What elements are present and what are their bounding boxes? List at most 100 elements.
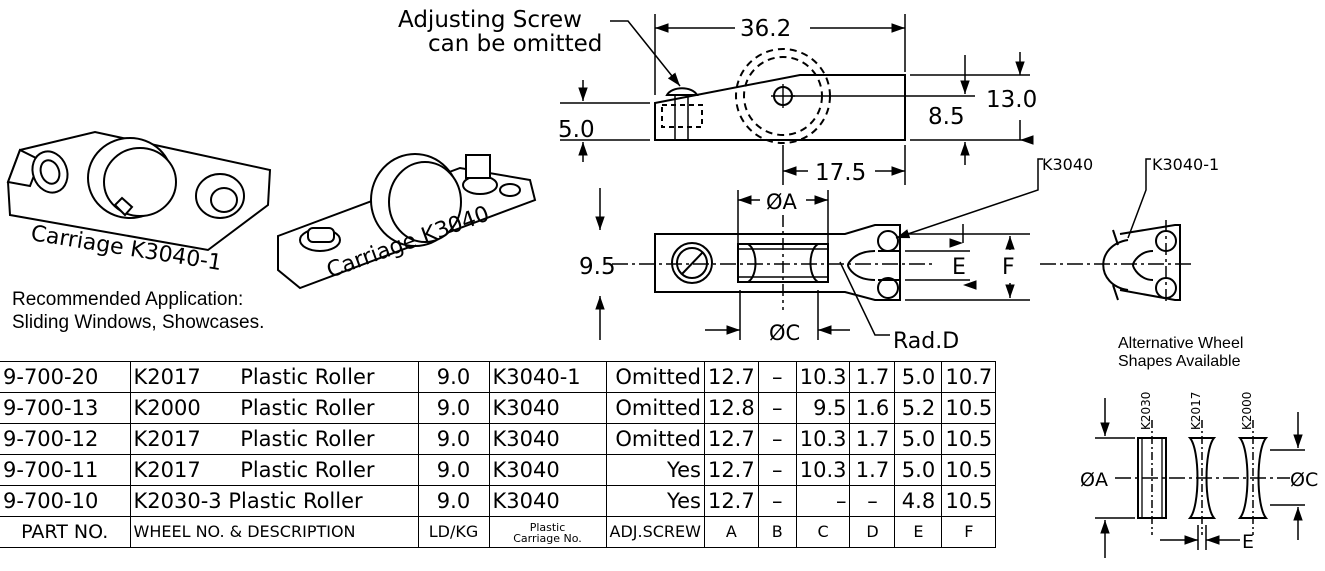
cell-ld: 9.0 bbox=[417, 485, 490, 517]
alt-dim-e: E bbox=[1242, 531, 1254, 553]
cell-wheel: K2017 Plastic Roller bbox=[129, 361, 419, 393]
cell-d: 1.7 bbox=[849, 423, 896, 455]
adjusting-screw-note-line1: Adjusting Screw bbox=[398, 7, 582, 33]
dim-f: F bbox=[1002, 255, 1015, 280]
cell-screw: Omitted bbox=[605, 361, 705, 393]
cell-part: 9-700-13 bbox=[0, 392, 131, 424]
cell-wheel-description: Plastic Roller bbox=[240, 458, 375, 482]
dim-screw-height: 5.0 bbox=[558, 117, 595, 143]
cell-e: 5.0 bbox=[894, 454, 943, 486]
dim-height-total: 13.0 bbox=[986, 87, 1037, 113]
cell-wheel-number: K2030-3 bbox=[133, 489, 222, 513]
dim-rad-d: Rad.D bbox=[893, 329, 959, 354]
cell-ld: 9.0 bbox=[417, 392, 490, 424]
header-a: A bbox=[703, 516, 759, 548]
cell-e: 5.2 bbox=[894, 392, 943, 424]
cell-screw: Yes bbox=[605, 485, 705, 517]
cell-b: – bbox=[757, 485, 797, 517]
cell-c: – bbox=[795, 485, 851, 517]
header-wheel: WHEEL NO. & DESCRIPTION bbox=[129, 516, 419, 548]
cell-a: 12.8 bbox=[703, 392, 759, 424]
cell-d: 1.6 bbox=[849, 392, 896, 424]
cell-wheel-number: K2000 bbox=[133, 396, 201, 420]
cell-c: 10.3 bbox=[795, 423, 851, 455]
alt-wheels-line1: Alternative Wheel bbox=[1118, 335, 1243, 352]
top-view-dimensions bbox=[595, 158, 1043, 340]
cell-part: 9-700-20 bbox=[0, 361, 131, 393]
cell-f: 10.5 bbox=[941, 392, 997, 424]
variant-k3040-1-end-view bbox=[1102, 224, 1181, 301]
adjusting-screw-leader bbox=[610, 20, 681, 87]
cell-part: 9-700-10 bbox=[0, 485, 131, 517]
cell-screw: Omitted bbox=[605, 423, 705, 455]
dim-height-axle: 8.5 bbox=[928, 104, 965, 130]
variant-k3040-1-label: K3040-1 bbox=[1152, 155, 1219, 174]
dim-dia-c: ØC bbox=[769, 321, 800, 345]
cell-part: 9-700-11 bbox=[0, 454, 131, 486]
cell-b: – bbox=[757, 361, 797, 393]
cell-wheel: K2017 Plastic Roller bbox=[129, 423, 419, 455]
cell-ld: 9.0 bbox=[417, 454, 490, 486]
cell-wheel-description: Plastic Roller bbox=[240, 427, 375, 451]
top-view bbox=[654, 224, 901, 301]
dim-e: E bbox=[952, 255, 966, 280]
cell-wheel-description: Plastic Roller bbox=[228, 489, 363, 513]
cell-c: 10.3 bbox=[795, 454, 851, 486]
cell-wheel: K2017 Plastic Roller bbox=[129, 454, 419, 486]
cell-wheel: K2030-3 Plastic Roller bbox=[129, 485, 419, 517]
header-d: D bbox=[849, 516, 896, 548]
header-c: C bbox=[795, 516, 851, 548]
cell-e: 4.8 bbox=[894, 485, 943, 517]
dim-overall-length: 36.2 bbox=[740, 16, 791, 42]
alt-wheel-k2017-label: K2017 bbox=[1189, 392, 1203, 430]
header-part: PART NO. bbox=[0, 516, 131, 548]
cell-carriage: K3040-1 bbox=[488, 361, 607, 393]
cell-ld: 9.0 bbox=[417, 423, 490, 455]
cell-a: 12.7 bbox=[703, 485, 759, 517]
cell-screw: Omitted bbox=[605, 392, 705, 424]
cell-d: 1.7 bbox=[849, 454, 896, 486]
header-b: B bbox=[757, 516, 797, 548]
header-carriage-top: Plastic bbox=[529, 520, 566, 534]
variant-k3040-label: K3040 bbox=[1042, 155, 1093, 174]
adjusting-screw-note-line2: can be omitted bbox=[428, 31, 602, 57]
spec-table-header: PART NO. WHEEL NO. & DESCRIPTION LD/KG P… bbox=[0, 516, 997, 548]
cell-wheel: K2000 Plastic Roller bbox=[129, 392, 419, 424]
cell-a: 12.7 bbox=[703, 361, 759, 393]
dim-dia-a: ØA bbox=[766, 190, 798, 214]
cell-e: 5.0 bbox=[894, 423, 943, 455]
alt-dim-dia-a: ØA bbox=[1080, 469, 1108, 491]
cell-carriage: K3040 bbox=[488, 423, 607, 455]
cell-part: 9-700-12 bbox=[0, 423, 131, 455]
alt-wheels-dimensions bbox=[1095, 398, 1305, 558]
recommended-application-line1: Recommended Application: bbox=[12, 289, 243, 310]
cell-carriage: K3040 bbox=[488, 392, 607, 424]
cell-c: 10.3 bbox=[795, 361, 851, 393]
cell-screw: Yes bbox=[605, 454, 705, 486]
cell-b: – bbox=[757, 454, 797, 486]
carriage-k3040-1-illustration bbox=[6, 130, 272, 252]
cell-c: 9.5 bbox=[795, 392, 851, 424]
alt-wheel-k2030-label: K2030 bbox=[1139, 392, 1153, 430]
cell-f: 10.5 bbox=[941, 423, 997, 455]
alt-wheel-k2000-label: K2000 bbox=[1240, 392, 1254, 430]
cell-wheel-number: K2017 bbox=[133, 427, 201, 451]
cell-f: 10.5 bbox=[941, 454, 997, 486]
cell-wheel-description: Plastic Roller bbox=[240, 365, 375, 389]
variant-k3040-1-leaders bbox=[1040, 158, 1195, 305]
header-screw: ADJ.SCREW bbox=[605, 516, 705, 548]
side-view-dimensions bbox=[560, 14, 1030, 185]
cell-wheel-description: Plastic Roller bbox=[240, 396, 375, 420]
cell-wheel-number: K2017 bbox=[133, 365, 201, 389]
cell-b: – bbox=[757, 392, 797, 424]
header-e: E bbox=[894, 516, 943, 548]
